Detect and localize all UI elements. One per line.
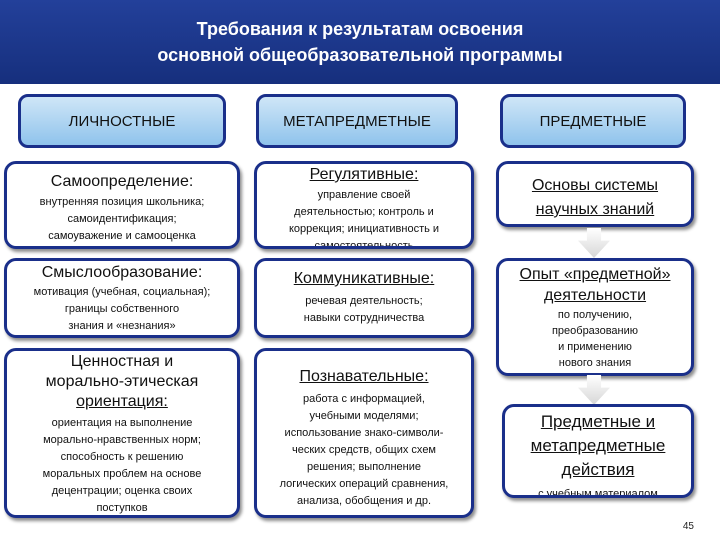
title-banner: Требования к результатам освоения основн…: [0, 0, 720, 84]
box-heading: Коммуникативные:: [293, 270, 435, 287]
text-line: анализа, обобщения и др.: [296, 495, 432, 507]
box-heading: Самоопределение:: [50, 173, 194, 190]
heading-line: Предметные и: [540, 412, 656, 431]
page-number: 45: [682, 521, 694, 532]
box-self-determination: Самоопределение: внутренняя позиция школ…: [4, 161, 240, 249]
box-heading: Основы системы научных знаний: [499, 174, 691, 222]
text-line: морально-нравственных норм;: [43, 434, 201, 446]
box-value-orientation: Ценностная и морально-этическая ориентац…: [4, 348, 240, 518]
heading-line: Опыт «предметной»: [519, 266, 671, 283]
box-heading: Регулятивные:: [309, 166, 419, 183]
box-cognitive: Познавательные: работа с информацией, уч…: [254, 348, 474, 518]
text-line: самоуважение и самооценка: [48, 230, 196, 242]
box-scientific-knowledge: Основы системы научных знаний: [496, 161, 694, 227]
text-line: ориентация на выполнение: [51, 417, 193, 429]
box-text: по получению, преобразованию и применени…: [499, 307, 691, 371]
text-line: управление своей: [317, 189, 411, 201]
heading-line: научных знаний: [535, 201, 655, 218]
box-text: речевая деятельность; навыки сотрудничес…: [257, 293, 471, 327]
text-line: решения; выполнение: [307, 461, 421, 473]
heading-line: Ценностная и: [70, 353, 174, 370]
box-heading: Опыт «предметной» деятельности: [499, 264, 691, 306]
box-text: ориентация на выполнение морально-нравст…: [7, 415, 237, 515]
text-line: ческих средств, общих схем: [292, 444, 436, 456]
heading-line: деятельности: [543, 287, 647, 304]
box-heading: Ценностная и морально-этическая ориентац…: [7, 352, 237, 412]
heading-line: ориентация:: [76, 393, 168, 410]
box-text: внутренняя позиция школьника; самоиденти…: [7, 194, 237, 245]
text-line: самоидентификация;: [67, 213, 177, 225]
box-regulatory: Регулятивные: управление своей деятельно…: [254, 161, 474, 249]
text-line: поступков: [96, 502, 148, 514]
box-meaning-formation: Смыслообразование: мотивация (учебная, с…: [4, 258, 240, 338]
text-line: учебными моделями;: [309, 410, 419, 422]
title-line-1: Требования к результатам освоения: [196, 19, 524, 39]
box-heading: Смыслообразование:: [41, 264, 203, 281]
box-text: мотивация (учебная, социальная); границы…: [7, 284, 237, 335]
header-metasubject: МЕТАПРЕДМЕТНЫЕ: [256, 94, 458, 148]
title-line-2: основной общеобразовательной программы: [157, 45, 563, 65]
text-line: речевая деятельность;: [305, 295, 423, 307]
heading-line: метапредметные: [530, 436, 666, 455]
box-heading: Познавательные:: [299, 368, 429, 385]
box-subject-activity: Опыт «предметной» деятельности по получе…: [496, 258, 694, 376]
text-line: использование знако-символи-: [284, 427, 444, 439]
text-line: преобразованию: [551, 325, 639, 337]
text-line: деятельностью; контроль и: [294, 206, 434, 218]
text-line: децентрации; оценка своих: [51, 485, 193, 497]
box-communicative: Коммуникативные: речевая деятельность; н…: [254, 258, 474, 338]
text-line: моральных проблем на основе: [42, 468, 202, 480]
text-line: логических операций сравнения,: [279, 478, 449, 490]
text-line: знания и «незнания»: [68, 320, 176, 332]
heading-line: морально-этическая: [45, 373, 199, 390]
box-subject-actions: Предметные и метапредметные действия с у…: [502, 404, 694, 498]
text-line: способность к решению: [60, 451, 184, 463]
text-line: по получению,: [557, 309, 633, 321]
box-heading: Предметные и метапредметные действия: [505, 410, 691, 482]
text-line: самостоятельность: [314, 240, 414, 249]
text-line: мотивация (учебная, социальная);: [33, 286, 211, 298]
heading-line: Основы системы: [531, 177, 659, 194]
header-personal: ЛИЧНОСТНЫЕ: [18, 94, 226, 148]
text-line: работа с информацией,: [302, 393, 425, 405]
text-line: и применению: [558, 341, 632, 353]
down-arrow-icon: [578, 375, 610, 405]
text-line: коррекция; инициативность и: [288, 223, 440, 235]
text-line: нового знания: [558, 357, 632, 369]
down-arrow-icon: [578, 228, 610, 258]
box-text: работа с информацией, учебными моделями;…: [257, 391, 471, 510]
header-subject: ПРЕДМЕТНЫЕ: [500, 94, 686, 148]
box-text: управление своей деятельностью; контроль…: [257, 187, 471, 249]
text-line: внутренняя позиция школьника;: [39, 196, 205, 208]
text-line: границы собственного: [64, 303, 180, 315]
box-text: с учебным материалом: [538, 488, 658, 498]
text-line: навыки сотрудничества: [303, 312, 425, 324]
heading-line: действия: [561, 460, 635, 479]
